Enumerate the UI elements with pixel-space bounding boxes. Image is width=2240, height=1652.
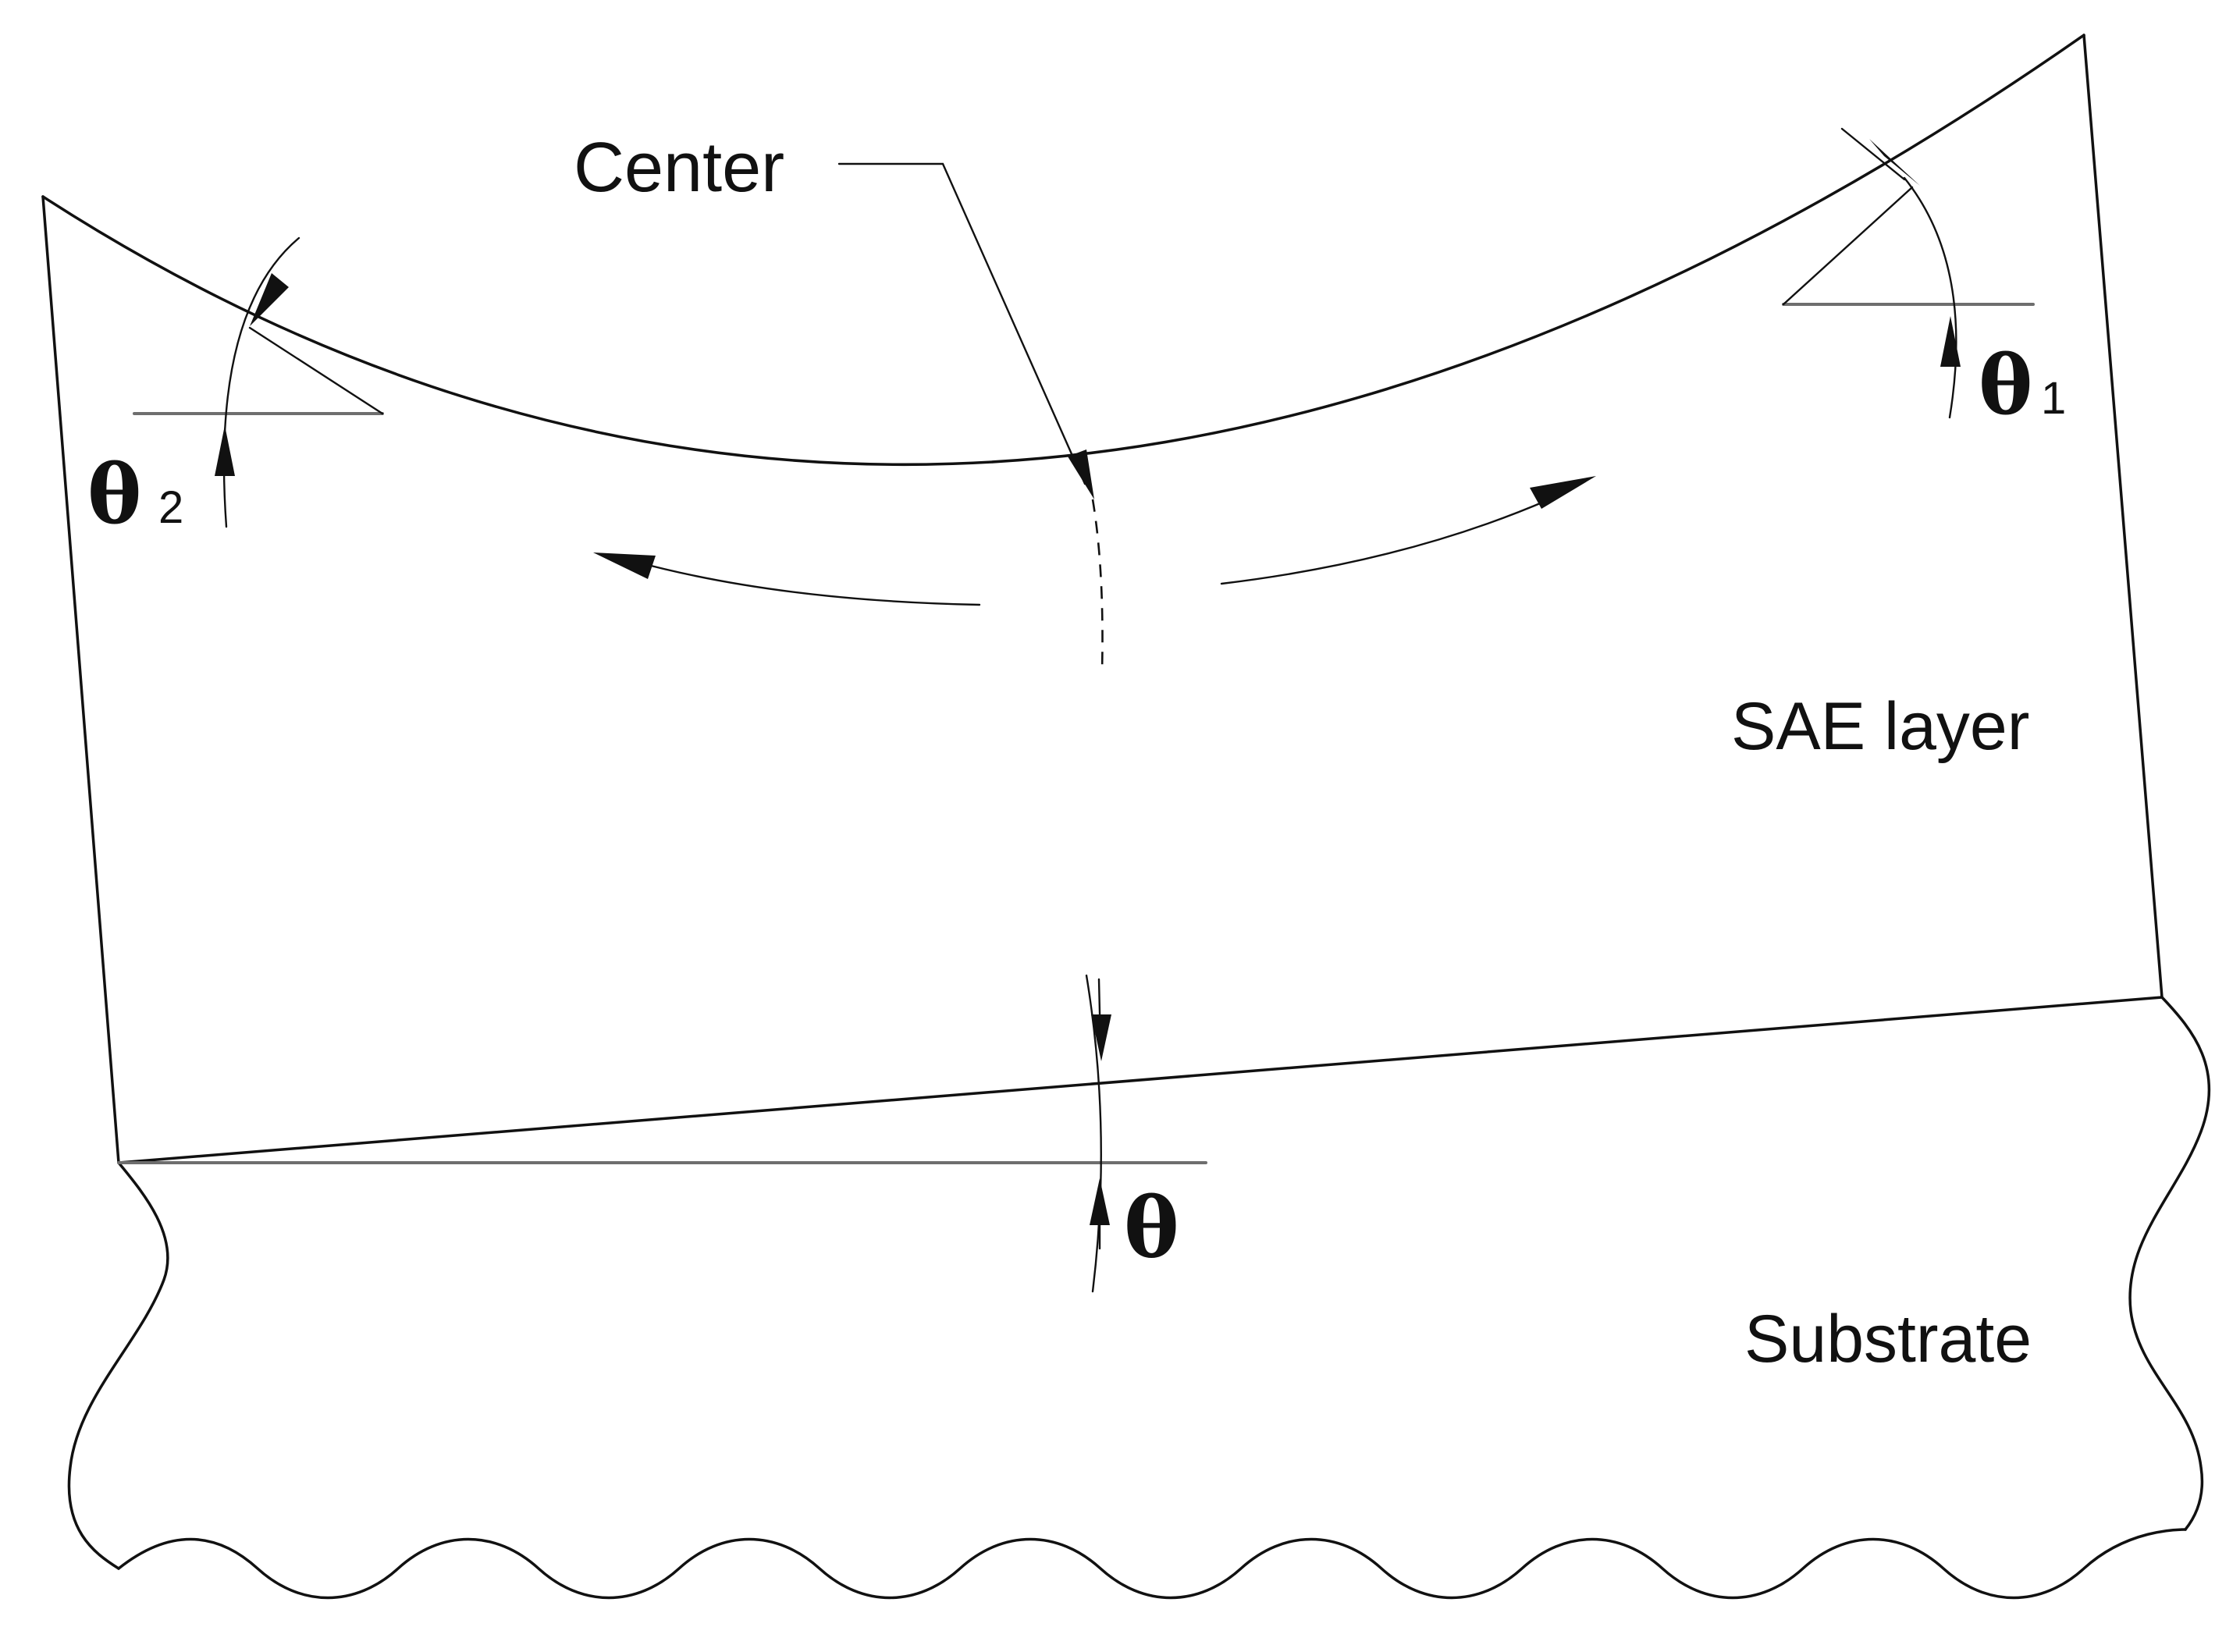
substrate-shape xyxy=(67,996,2211,1600)
theta1-arc xyxy=(1903,176,1957,419)
theta2-angle-marker: θ 2 xyxy=(87,236,384,542)
spreading-arrows xyxy=(593,476,1596,606)
left-spread-arrow-head xyxy=(593,552,656,579)
sae-layer-shape xyxy=(41,34,2164,1164)
theta2-symbol: θ xyxy=(87,446,141,542)
sae-left-edge xyxy=(41,195,120,1164)
theta-angle-marker: θ xyxy=(117,974,1207,1293)
interface-line xyxy=(117,996,2164,1164)
theta2-arrow-bottom-head xyxy=(215,425,235,476)
theta-arrow-up-head xyxy=(1090,1178,1110,1225)
theta1-angle-marker: θ 1 xyxy=(1782,127,2066,433)
theta1-arrow-shaft-top xyxy=(1840,127,1906,181)
theta2-subscript: 2 xyxy=(158,482,183,533)
center-leader-arrow-head xyxy=(1068,449,1094,499)
sae-layer-label: SAE layer xyxy=(1731,689,2029,764)
theta2-tangent-line xyxy=(248,326,384,415)
sae-top-surface xyxy=(41,34,2085,467)
center-label: Center xyxy=(574,129,784,207)
theta1-arrow-top-head xyxy=(1869,139,1920,186)
theta1-subscript: 1 xyxy=(2041,373,2066,424)
substrate-left-edge xyxy=(67,1161,169,1570)
center-leader-line xyxy=(837,162,1086,485)
theta1-arrow-bottom-head xyxy=(1940,316,1961,367)
right-spread-arrow-head xyxy=(1530,476,1596,509)
center-callout: Center xyxy=(574,129,1104,672)
substrate-label: Substrate xyxy=(1744,1302,2032,1377)
theta2-arc xyxy=(222,236,300,528)
theta1-symbol: θ xyxy=(1979,337,2032,433)
theta2-arrow-top-head xyxy=(250,273,289,326)
substrate-bottom-edge xyxy=(117,1528,2187,1600)
center-dashed-line xyxy=(1091,499,1104,672)
theta1-tangent-line xyxy=(1782,186,1914,306)
theta-label: θ xyxy=(1124,1178,1179,1276)
left-spread-arrow xyxy=(635,560,981,606)
right-spread-arrow xyxy=(1220,498,1551,585)
theta-arrow-down-head xyxy=(1091,1014,1111,1061)
substrate-right-edge xyxy=(2128,996,2211,1531)
sae-right-edge xyxy=(2082,34,2164,999)
